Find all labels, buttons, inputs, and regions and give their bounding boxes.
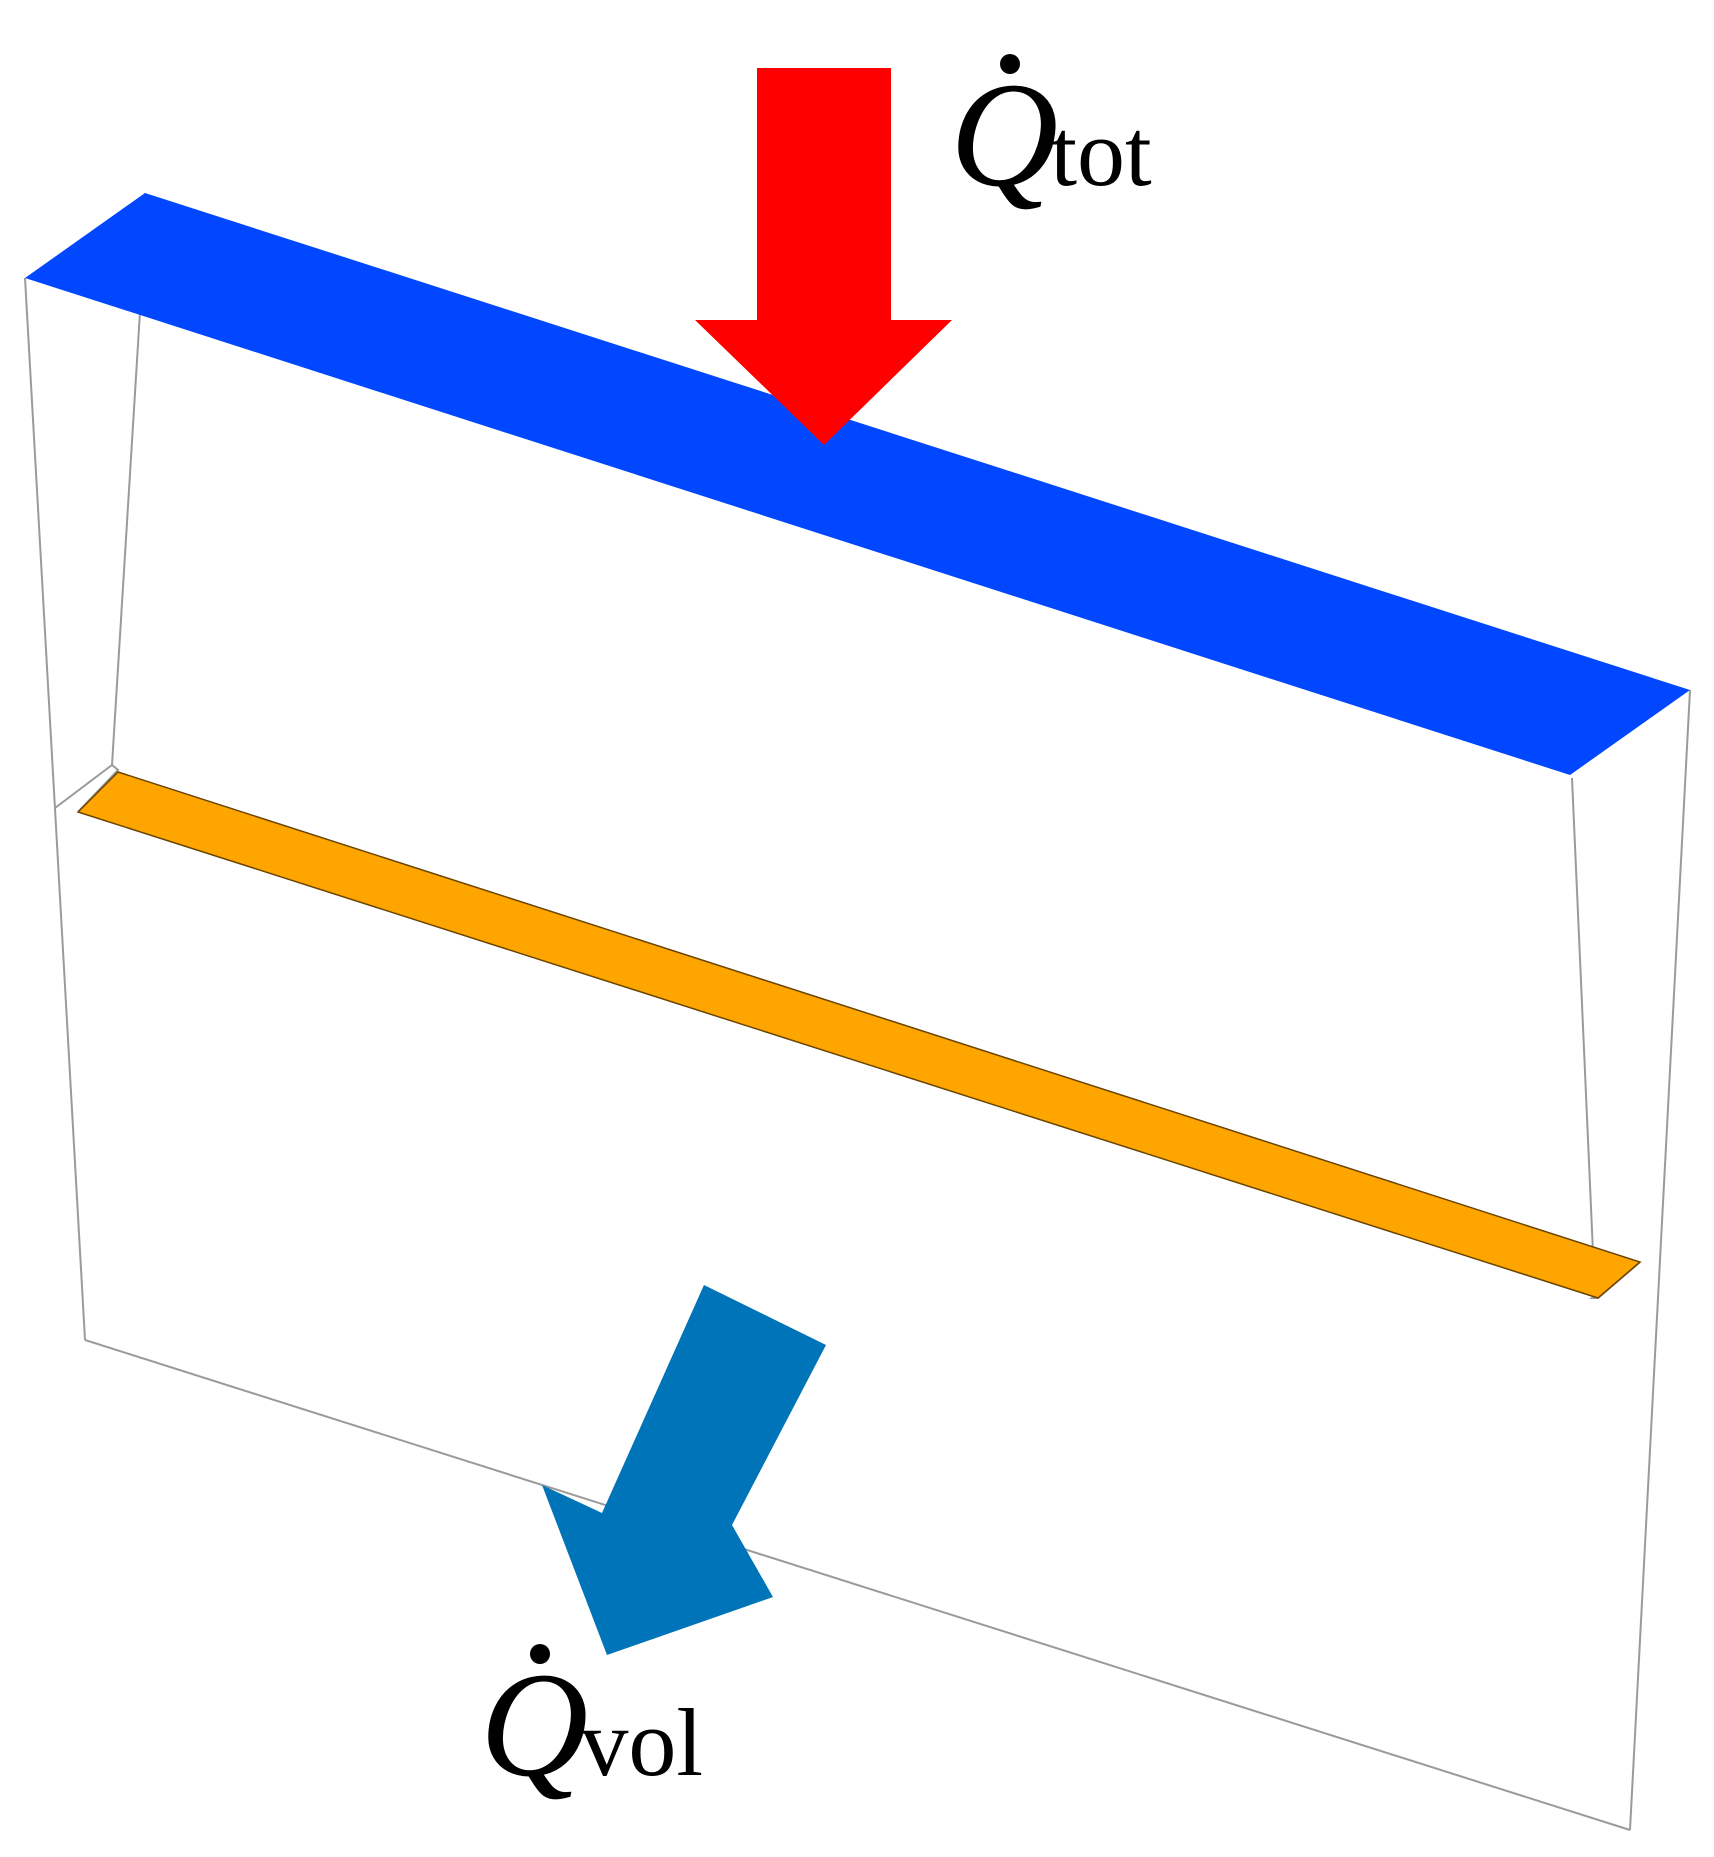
volume-heat-symbol: Q bbox=[480, 1642, 589, 1808]
heat-out-arrow bbox=[542, 1285, 826, 1655]
edge-right-outer bbox=[1629, 689, 1691, 1831]
edge-left-inner bbox=[111, 311, 141, 766]
middle-layer bbox=[76, 771, 1642, 1299]
top-face bbox=[25, 193, 1690, 775]
dot-accent bbox=[530, 1644, 551, 1664]
volume-heat-subscript: vol bbox=[580, 1689, 703, 1796]
total-heat-label: Qtot bbox=[950, 52, 1152, 218]
dot-accent bbox=[1000, 54, 1021, 74]
edge-right-inner bbox=[1571, 777, 1596, 1299]
edge-bottom bbox=[84, 1339, 1631, 1831]
total-heat-symbol: Q bbox=[950, 52, 1059, 218]
volume-heat-label: Qvol bbox=[480, 1642, 703, 1808]
slab-wireframe bbox=[24, 277, 1691, 1831]
total-heat-subscript: tot bbox=[1050, 99, 1152, 206]
edge-left-outer bbox=[24, 277, 86, 1341]
heat-in-arrow bbox=[695, 68, 952, 445]
